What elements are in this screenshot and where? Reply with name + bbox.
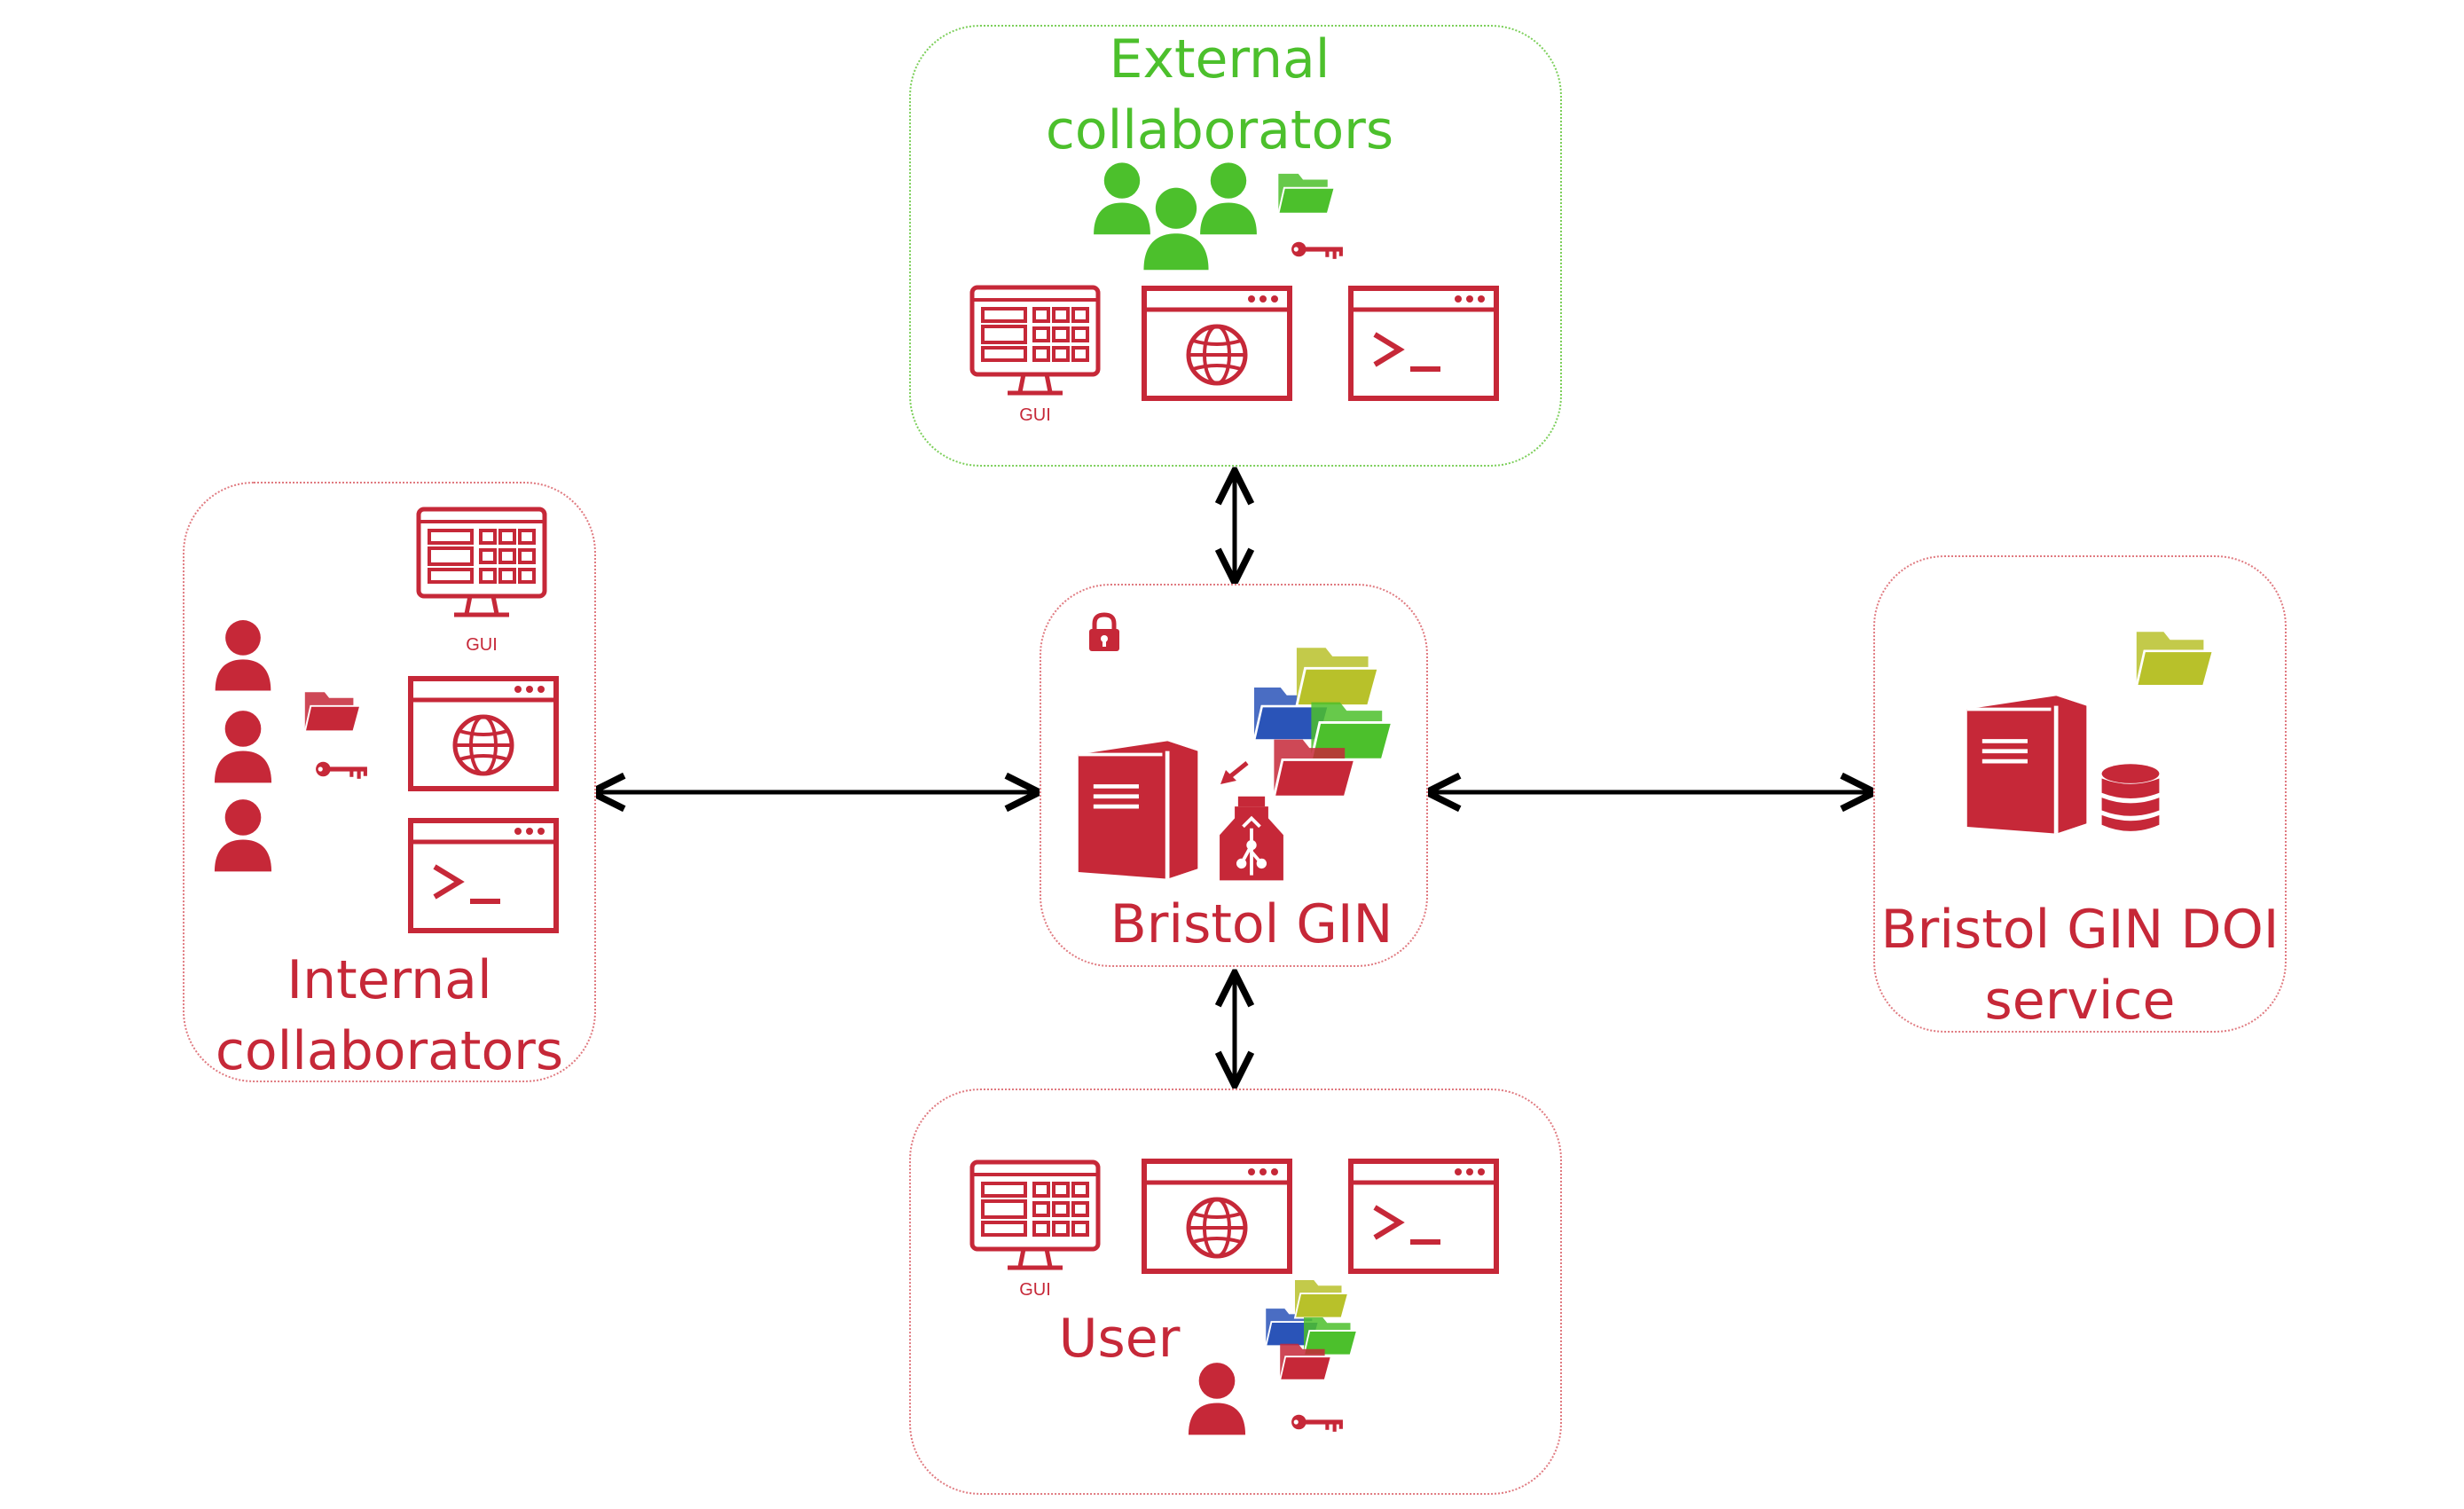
person-icon (214, 711, 272, 783)
browser-globe-icon (408, 676, 559, 791)
padlock-icon (1087, 612, 1122, 653)
monitor-gui-icon (415, 506, 548, 639)
folder-icon (1279, 1342, 1332, 1381)
monitor-gui-icon (969, 1159, 1102, 1292)
bristol-gin-title: Bristol GIN (1110, 893, 1393, 955)
key-icon (1291, 1414, 1343, 1432)
folder-icon (1272, 738, 1357, 798)
gui-label: GUI (466, 635, 498, 655)
terminal-window-icon (408, 818, 559, 933)
external-title-line1: External (1109, 28, 1330, 90)
internal-title-line1: Internal (286, 949, 492, 1011)
server-icon (1964, 690, 2090, 837)
terminal-window-icon (1348, 286, 1499, 401)
key-icon (316, 761, 367, 779)
folder-icon (303, 691, 362, 733)
external-title-line2: collaborators (1045, 99, 1394, 161)
monitor-gui-icon (969, 284, 1102, 417)
person-icon (215, 620, 271, 691)
browser-globe-icon (1142, 1159, 1292, 1274)
person-icon (1188, 1363, 1246, 1435)
user-title: User (1058, 1308, 1181, 1370)
folder-icon (2135, 630, 2215, 688)
browser-globe-icon (1142, 286, 1292, 401)
key-icon (1291, 241, 1343, 259)
git-repository-icon (1218, 794, 1285, 883)
internal-title-line2: collaborators (215, 1020, 564, 1082)
person-icon (214, 799, 272, 872)
sync-arrow-icon (1220, 761, 1249, 784)
people-group-icon (1094, 162, 1257, 271)
doi-title-line1: Bristol GIN DOI (1880, 899, 2280, 961)
server-icon (1075, 735, 1201, 884)
terminal-window-icon (1348, 1159, 1499, 1274)
doi-title-line2: service (1984, 970, 2176, 1032)
folder-icon (1277, 172, 1336, 215)
gui-label: GUI (1019, 1280, 1051, 1300)
gui-label: GUI (1019, 405, 1051, 425)
database-icon (2101, 764, 2160, 831)
